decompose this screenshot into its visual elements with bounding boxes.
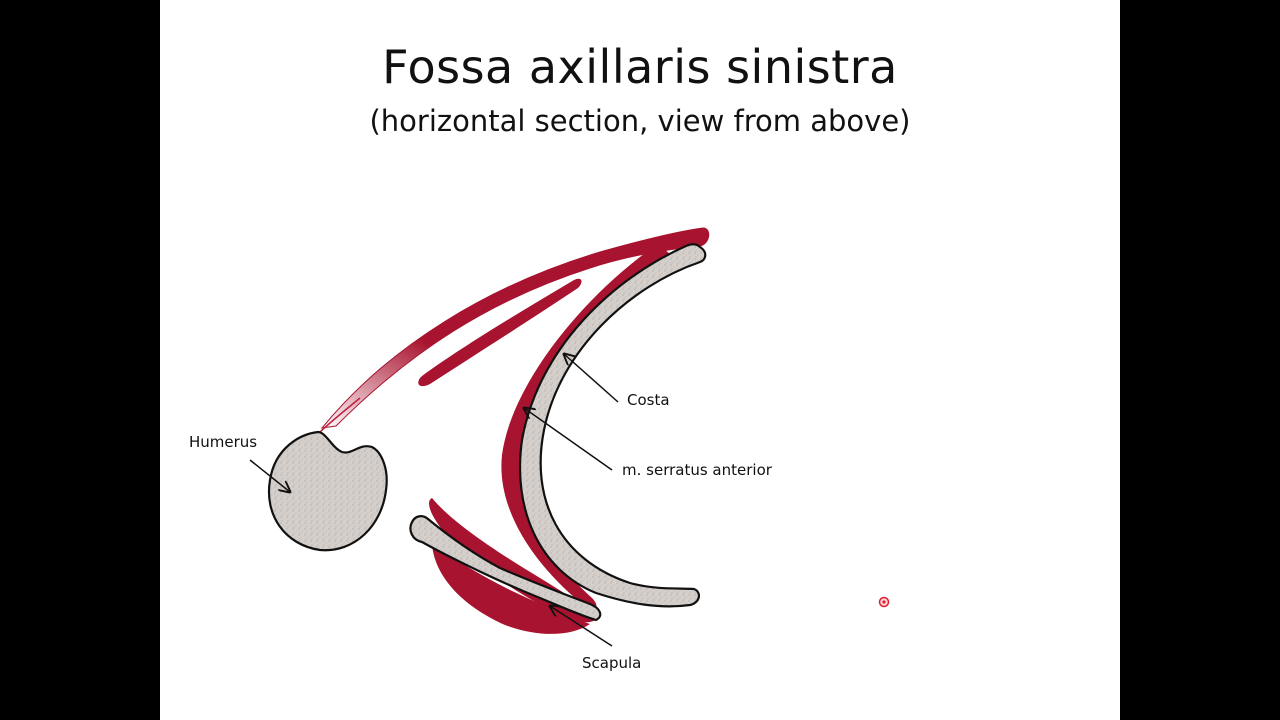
slide-subtitle: (horizontal section, view from above): [369, 104, 911, 138]
pectoralis-major-muscle: [320, 227, 710, 429]
label-scapula: Scapula: [582, 654, 642, 672]
pectoralis-tendon: [319, 397, 361, 433]
scapula-bone: [409, 515, 602, 622]
presentation-slide: Fossa axillaris sinistra (horizontal sec…: [160, 0, 1120, 720]
slide-title: Fossa axillaris sinistra: [382, 40, 898, 94]
label-humerus: Humerus: [189, 433, 258, 451]
serratus-arrow: [524, 408, 613, 471]
humerus-arrow: [249, 459, 290, 492]
laser-pointer-center: [882, 600, 886, 604]
costa-bone: [518, 243, 707, 608]
axillary-fossa-diagram: [249, 227, 890, 647]
pectoralis-minor-muscle: [418, 278, 582, 387]
label-costa: Costa: [627, 391, 670, 409]
label-serratus-anterior: m. serratus anterior: [622, 461, 772, 479]
scapula-arrow: [550, 606, 613, 647]
costa-arrow: [564, 354, 619, 403]
humerus-bone: [267, 430, 388, 552]
